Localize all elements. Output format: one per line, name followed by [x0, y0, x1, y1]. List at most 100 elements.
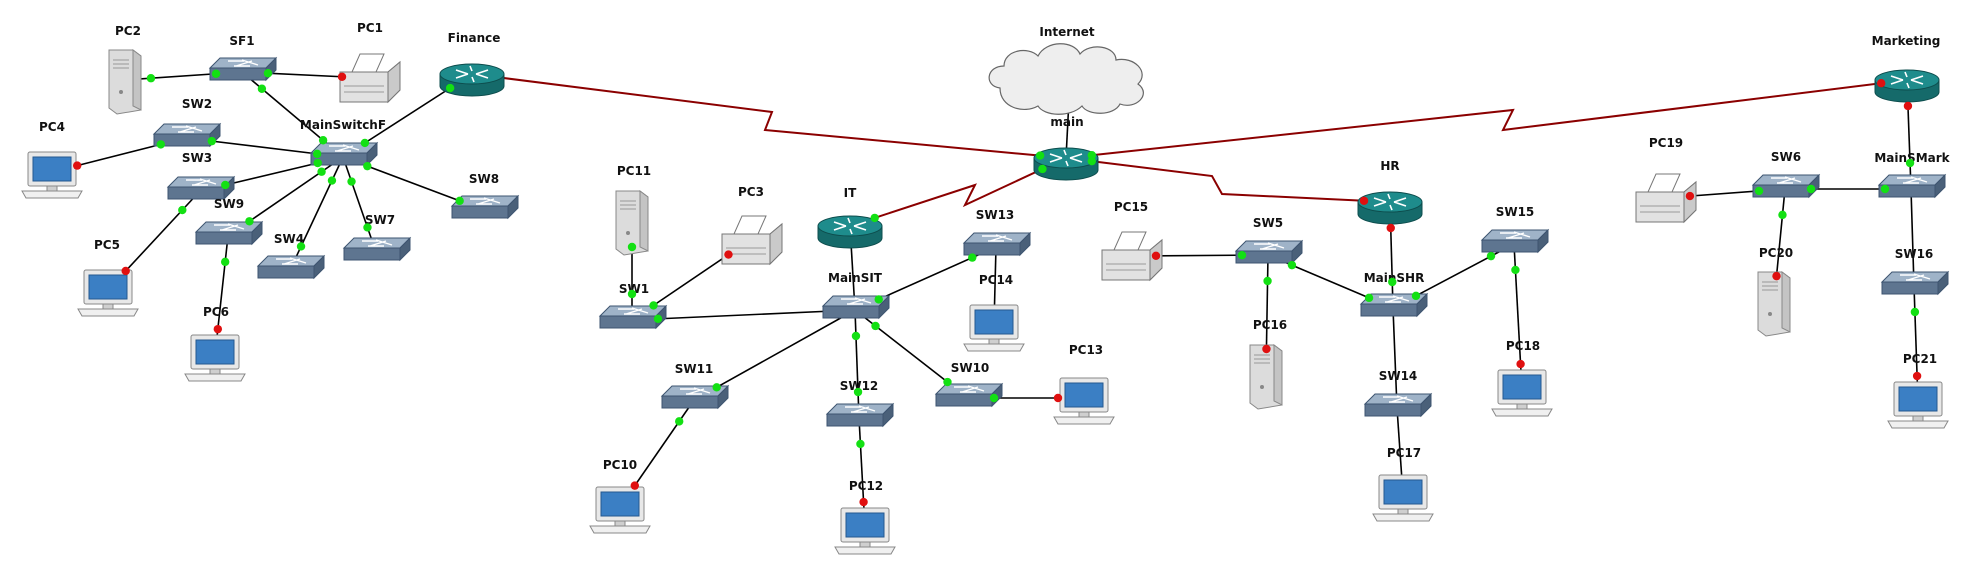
switch-device-sw10[interactable] — [934, 382, 1004, 408]
switch-icon — [1880, 270, 1950, 296]
serial-link-it-main[interactable] — [849, 157, 1067, 227]
link-status-down-sw15-pc18-b — [1516, 359, 1525, 369]
link-status-up-sw10-pc13-a — [989, 393, 999, 403]
pc-device-pc4[interactable] — [21, 151, 83, 199]
switch-device-sw15[interactable] — [1480, 228, 1550, 254]
device-label-pc12: PC12 — [849, 479, 883, 493]
link-status-up-sw7-mainswitchf-b — [347, 177, 356, 186]
link-status-up-sw3-mainswitchf-b — [313, 158, 322, 168]
printer-device-pc15[interactable] — [1101, 231, 1163, 282]
printer-device-pc1[interactable] — [339, 53, 401, 104]
link-status-up-mainsit-sw13-b — [968, 253, 977, 262]
printer-device-pc19[interactable] — [1635, 173, 1697, 224]
switch-device-sw16[interactable] — [1880, 270, 1950, 296]
pc-device-pc6[interactable] — [184, 334, 246, 382]
link-status-down-pc15-sw5-a — [1151, 251, 1161, 261]
device-label-pc10: PC10 — [603, 458, 637, 472]
device-label-mainsit: MainSIT — [828, 271, 883, 285]
switch-device-sw2[interactable] — [152, 122, 222, 148]
switch-icon — [309, 141, 379, 167]
link-status-up-it-main-a — [870, 213, 879, 223]
links-layer — [51, 71, 1919, 529]
device-label-sw4: SW4 — [274, 232, 304, 246]
router-device-marketing[interactable] — [1874, 69, 1940, 103]
switch-device-sw6[interactable] — [1751, 173, 1821, 199]
switch-device-sw9[interactable] — [194, 220, 264, 246]
pc-device-pc17[interactable] — [1372, 474, 1434, 522]
switch-icon — [962, 231, 1032, 257]
pc-device-pc10[interactable] — [589, 486, 651, 534]
link-status-up-sw6-mainsmark-a — [1806, 184, 1816, 194]
router-device-hr[interactable] — [1357, 191, 1423, 225]
printer-device-pc3[interactable] — [721, 215, 783, 266]
switch-device-sw1[interactable] — [598, 304, 668, 330]
switch-device-mainsmark[interactable] — [1877, 173, 1947, 199]
server-device-pc20[interactable] — [1757, 271, 1791, 337]
switch-device-sw7[interactable] — [342, 236, 412, 262]
pc-device-pc14[interactable] — [963, 304, 1025, 352]
switch-device-sw13[interactable] — [962, 231, 1032, 257]
link-status-up-sw8-mainswitchf-a — [455, 196, 464, 206]
ethernet-link-mainshr-sw14[interactable] — [1392, 307, 1398, 409]
link-status-up-sf1-pc1-a — [263, 69, 273, 78]
ethernet-link-mainsmark-sw16[interactable] — [1910, 188, 1915, 287]
pc-device-pc12[interactable] — [834, 507, 896, 555]
server-device-pc2[interactable] — [108, 49, 142, 115]
link-status-up-sw15-pc18-a — [1511, 265, 1520, 275]
pc-device-pc21[interactable] — [1887, 381, 1949, 429]
link-status-down-pc5-sw3-a — [121, 266, 130, 276]
switch-device-sw14[interactable] — [1363, 392, 1433, 418]
link-status-down-marketing-mainsmark-a — [1903, 101, 1913, 111]
switch-device-sw3[interactable] — [166, 175, 236, 201]
pc-device-pc5[interactable] — [77, 269, 139, 317]
ethernet-link-sw1-mainsit[interactable] — [631, 309, 856, 321]
ethernet-link-sw7-mainswitchf[interactable] — [342, 156, 377, 253]
pc-device-pc18[interactable] — [1491, 369, 1553, 417]
device-label-sw1: SW1 — [619, 282, 649, 296]
switch-device-mainsit[interactable] — [821, 294, 891, 320]
ethernet-link-sw4-mainswitchf[interactable] — [289, 156, 344, 271]
switch-icon — [1480, 228, 1550, 254]
switch-icon — [1363, 392, 1433, 418]
serial-link-main-hr[interactable] — [1065, 157, 1391, 203]
device-label-internet: Internet — [1039, 25, 1094, 39]
ethernet-link-mainsit-sw11[interactable] — [693, 309, 856, 401]
ethernet-link-mainsit-sw12[interactable] — [854, 309, 860, 419]
cloud-device-internet[interactable] — [988, 43, 1144, 115]
link-status-up-sw9-mainswitchf-a — [245, 217, 254, 226]
switch-icon — [825, 402, 895, 428]
pc-device-pc13[interactable] — [1053, 377, 1115, 425]
link-status-up-sw5-mainshr-b — [1364, 293, 1374, 303]
switch-device-sw11[interactable] — [660, 384, 730, 410]
server-device-pc11[interactable] — [615, 190, 649, 256]
router-device-it[interactable] — [817, 215, 883, 249]
switch-icon — [660, 384, 730, 410]
desktop-pc-icon — [589, 486, 651, 534]
link-status-up-sw7-mainswitchf-a — [363, 223, 372, 232]
desktop-pc-icon — [963, 304, 1025, 352]
switch-device-sw12[interactable] — [825, 402, 895, 428]
link-status-up-pc2-sf1-b — [211, 69, 221, 78]
link-status-up-sw2-mainswitchf-a — [207, 136, 217, 146]
serial-link-main-marketing[interactable] — [1065, 79, 1908, 159]
router-device-finance[interactable] — [439, 63, 505, 97]
device-label-marketing: Marketing — [1872, 34, 1941, 48]
router-icon — [1874, 69, 1940, 103]
server-device-pc16[interactable] — [1249, 344, 1283, 410]
switch-device-sw5[interactable] — [1234, 239, 1304, 265]
switch-device-sw4[interactable] — [256, 254, 326, 280]
serial-link-finance-main[interactable] — [471, 73, 1067, 159]
switch-icon — [1877, 173, 1947, 199]
link-status-down-sw16-pc21-b — [1912, 371, 1922, 381]
switch-device-sf1[interactable] — [208, 56, 278, 82]
device-label-sf1: SF1 — [229, 34, 254, 48]
switch-device-mainswitchf[interactable] — [309, 141, 379, 167]
device-label-pc20: PC20 — [1759, 246, 1793, 260]
devices-layer: PC2SF1PC1FinancePC4SW2MainSwitchFSW3SW8S… — [21, 21, 1951, 555]
router-device-main[interactable] — [1033, 147, 1099, 181]
internet-cloud-icon — [988, 43, 1144, 115]
device-label-it: IT — [844, 186, 857, 200]
link-status-down-sw10-pc13-b — [1053, 393, 1063, 403]
device-label-pc21: PC21 — [1903, 352, 1937, 366]
device-label-mainswitchf: MainSwitchF — [300, 118, 386, 132]
